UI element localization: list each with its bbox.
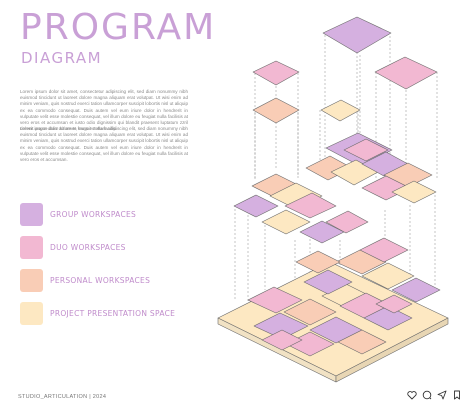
legend-swatch-duo — [20, 236, 43, 259]
legend-label-personal: PERSONAL WORKSPACES — [50, 276, 151, 285]
page-subtitle: DIAGRAM — [21, 49, 103, 67]
footer-credit: STUDIO_ARTICULATION | 2024 — [18, 394, 107, 400]
heart-icon[interactable] — [407, 390, 417, 400]
legend-label-group: GROUP WORKSPACES — [50, 210, 137, 219]
legend-swatch-personal — [20, 269, 43, 292]
description-paragraph-1: Lorem ipsum dolor sit amet, consectetur … — [20, 89, 188, 132]
page-title: PROGRAM — [20, 7, 217, 48]
legend-label-duo: DUO WORKSPACES — [50, 243, 126, 252]
legend-item-personal: PERSONAL WORKSPACES — [20, 268, 175, 293]
bookmark-icon[interactable] — [452, 390, 462, 400]
upper-level — [233, 132, 437, 244]
legend-label-presentation: PROJECT PRESENTATION SPACE — [50, 309, 176, 318]
legend-swatch-group — [20, 203, 43, 226]
legend: GROUP WORKSPACES DUO WORKSPACES PERSONAL… — [20, 202, 175, 334]
legend-swatch-presentation — [20, 302, 43, 325]
comment-icon[interactable] — [422, 390, 432, 400]
legend-item-duo: DUO WORKSPACES — [20, 235, 175, 260]
legend-item-presentation: PROJECT PRESENTATION SPACE — [20, 301, 175, 326]
legend-item-group: GROUP WORKSPACES — [20, 202, 175, 227]
send-icon[interactable] — [437, 390, 447, 400]
ground-level — [217, 237, 449, 383]
description-paragraph-2: Lorem ipsum dolor sit amet, cons ectetue… — [20, 126, 188, 163]
floating-rooms — [252, 16, 438, 124]
social-icons — [407, 390, 462, 400]
